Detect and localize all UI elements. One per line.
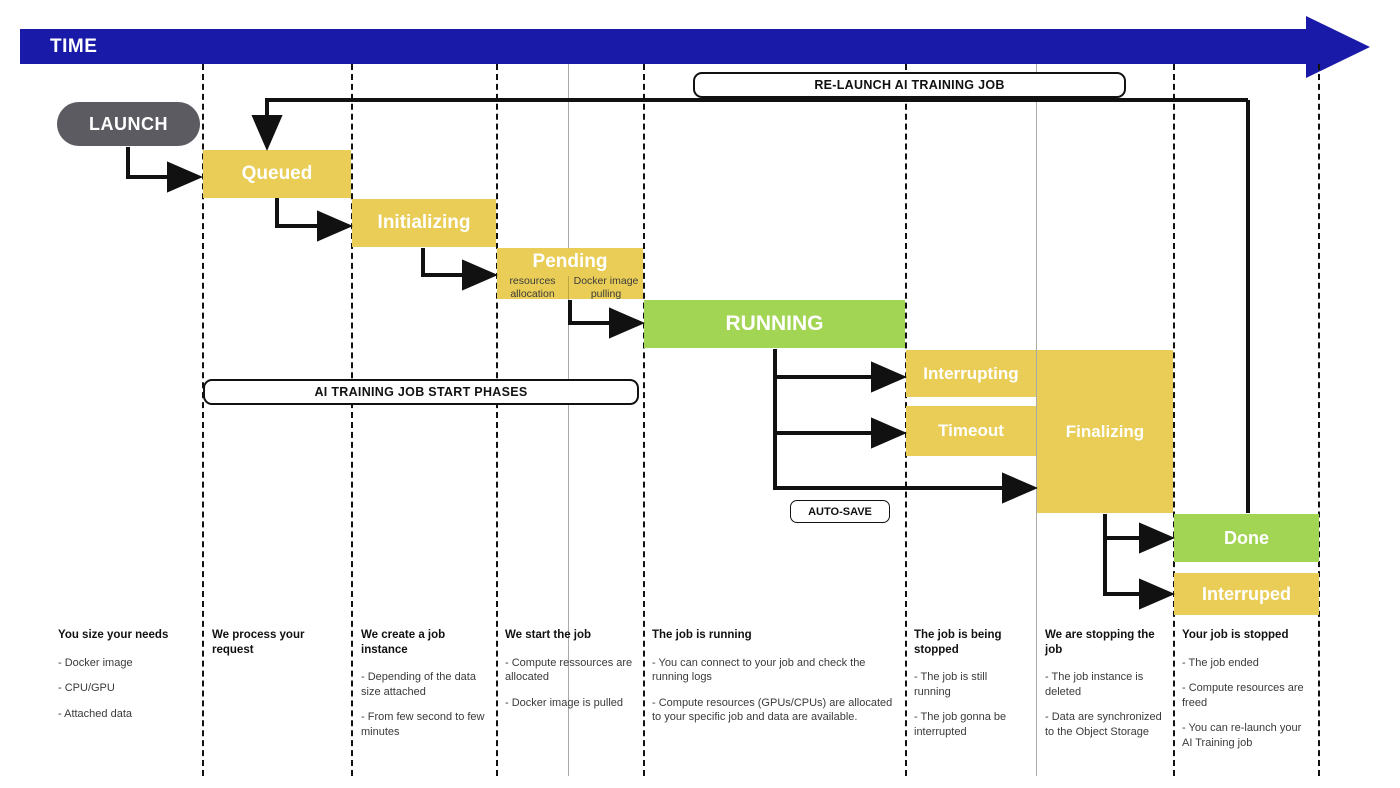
column-note-title: Your job is stopped <box>1182 629 1289 641</box>
column-note-bullet: - Depending of the data size attached <box>361 671 476 698</box>
column-note-bullet: - CPU/GPU <box>58 682 115 695</box>
state-label-finalizing: Finalizing <box>1065 421 1145 441</box>
launch-label: LAUNCH <box>89 113 168 134</box>
column-note-0: You size your needs - Docker image - CPU… <box>58 628 188 732</box>
state-label-done: Done <box>1224 527 1269 548</box>
start-phases-callout: AI TRAINING JOB START PHASES <box>203 379 639 405</box>
start-phases-callout-label: AI TRAINING JOB START PHASES <box>314 385 528 399</box>
column-note-title: We start the job <box>505 629 592 641</box>
column-note-bullet: - The job is still running <box>914 671 988 698</box>
relaunch-callout: RE-LAUNCH AI TRAINING JOB <box>693 72 1126 98</box>
state-label-pending: Pending <box>532 251 608 273</box>
column-divider-2 <box>351 64 353 776</box>
state-block-timeout[interactable]: Timeout <box>906 406 1036 456</box>
column-divider-6 <box>1036 64 1037 776</box>
launch-pill[interactable]: LAUNCH <box>57 102 200 146</box>
column-divider-3b <box>568 64 569 776</box>
column-note-1: We process your request <box>212 628 340 670</box>
time-axis-banner: TIME <box>20 29 1330 64</box>
column-note-4: The job is running - You can connect to … <box>652 628 897 736</box>
autosave-callout-label: AUTO-SAVE <box>808 505 872 518</box>
state-block-initializing[interactable]: Initializing <box>352 199 496 247</box>
pending-substate-resources-label: resources allocation <box>509 275 556 300</box>
column-divider-4 <box>643 64 645 776</box>
autosave-callout: AUTO-SAVE <box>790 500 890 523</box>
column-note-bullet: - Compute resources are freed <box>1182 682 1304 709</box>
column-note-3: We start the job - Compute ressources ar… <box>505 628 633 721</box>
column-note-title: We process your request <box>212 629 305 656</box>
column-note-bullet: - Data are synchronized to the Object St… <box>1045 711 1162 738</box>
column-note-bullet: - The job gonna be interrupted <box>914 711 1007 738</box>
column-note-bullet: - Compute ressources are allocated <box>505 656 633 684</box>
column-note-title: We are stopping the job <box>1045 629 1155 656</box>
state-label-queued: Queued <box>241 163 313 185</box>
column-note-bullet: - You can re-launch your AI Training job <box>1182 722 1302 749</box>
column-divider-8 <box>1318 64 1320 776</box>
state-label-interrupting: Interrupting <box>923 363 1019 383</box>
column-note-title: The job is being stopped <box>914 629 1002 656</box>
column-note-bullet: - Docker image <box>58 656 133 669</box>
state-label-running: RUNNING <box>725 311 824 335</box>
time-arrow-icon <box>1306 16 1370 78</box>
column-note-bullet: - Compute resources (GPUs/CPUs) are allo… <box>652 696 893 724</box>
column-note-5: The job is being stopped - The job is st… <box>914 628 1026 751</box>
column-note-bullet: - Docker image is pulled <box>505 696 623 709</box>
pending-substate-docker-label: Docker image pulling <box>573 275 639 300</box>
state-block-pending[interactable]: Pending <box>497 248 643 276</box>
column-note-bullet: - Attached data <box>58 707 132 720</box>
relaunch-callout-label: RE-LAUNCH AI TRAINING JOB <box>814 78 1005 92</box>
column-note-bullet: - The job instance is deleted <box>1045 671 1144 698</box>
column-note-bullet: - You can connect to your job and check … <box>652 656 866 684</box>
state-label-timeout: Timeout <box>938 421 1004 441</box>
column-note-6: We are stopping the job - The job instan… <box>1045 628 1163 751</box>
column-divider-1 <box>202 64 204 776</box>
column-note-title: We create a job instance <box>361 629 446 656</box>
state-block-interrupting[interactable]: Interrupting <box>906 350 1036 397</box>
column-note-2: We create a job instance - Depending of … <box>361 628 487 751</box>
column-note-bullet: - From few second to few minutes <box>361 711 485 738</box>
column-divider-7 <box>1173 64 1175 776</box>
state-block-done[interactable]: Done <box>1174 514 1319 562</box>
state-label-interrupted: Interruped <box>1201 583 1291 604</box>
pending-substate-docker[interactable]: Docker image pulling <box>569 275 643 300</box>
state-block-interrupted[interactable]: Interruped <box>1174 573 1319 615</box>
state-block-queued[interactable]: Queued <box>203 150 351 198</box>
column-note-bullet: - The job ended <box>1182 656 1259 669</box>
state-block-running[interactable]: RUNNING <box>644 300 905 348</box>
column-note-title: You size your needs <box>58 629 169 641</box>
column-note-7: Your job is stopped - The job ended - Co… <box>1182 628 1308 761</box>
column-note-title: The job is running <box>652 629 752 641</box>
time-axis-label: TIME <box>50 35 98 57</box>
pending-substate-resources[interactable]: resources allocation <box>497 275 569 300</box>
column-divider-3 <box>496 64 498 776</box>
state-label-initializing: Initializing <box>377 212 471 234</box>
state-block-finalizing[interactable]: Finalizing <box>1037 350 1173 513</box>
